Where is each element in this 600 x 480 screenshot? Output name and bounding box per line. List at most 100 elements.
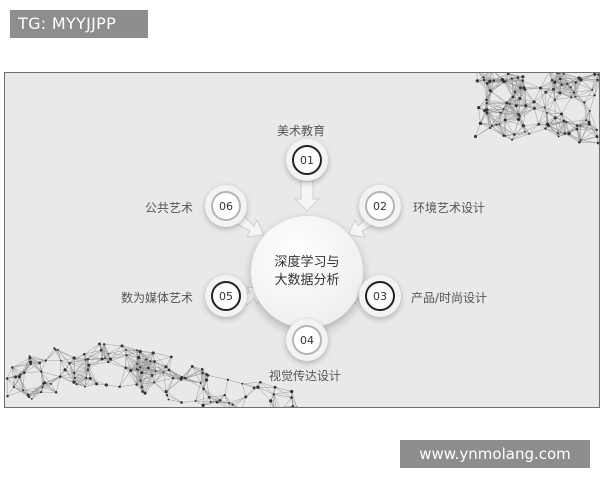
network-line [486, 99, 504, 110]
network-line [570, 82, 577, 98]
network-line [550, 73, 561, 80]
slide: 深度学习与 大数据分析 01 美术教育 02 环境艺术设计 03 产品/时尚设计… [4, 72, 600, 408]
network-line [518, 101, 535, 115]
network-line [289, 405, 293, 407]
node-06-number: 06 [211, 191, 241, 221]
network-line [13, 386, 24, 391]
network-dot [485, 98, 488, 102]
network-dot [11, 366, 14, 369]
network-dot [595, 135, 599, 139]
network-line [275, 387, 292, 392]
network-dot [559, 112, 564, 116]
network-line [519, 89, 526, 99]
network-line [511, 78, 514, 97]
network-line [491, 112, 501, 127]
network-dot [507, 73, 510, 76]
network-line [492, 73, 494, 81]
network-line [245, 387, 255, 398]
network-dot [588, 109, 591, 112]
network-line [6, 367, 13, 379]
network-line [559, 92, 572, 98]
network-line [130, 370, 137, 385]
network-dot [125, 348, 127, 351]
network-line [101, 350, 103, 360]
node-01-number: 01 [292, 145, 322, 175]
network-line [30, 360, 46, 363]
network-dot [88, 376, 92, 380]
network-line [121, 345, 139, 358]
network-line [518, 108, 535, 120]
network-dot [556, 73, 559, 75]
network-line [140, 375, 153, 382]
network-line [486, 103, 507, 111]
node-03: 03 [359, 275, 401, 317]
network-line [547, 112, 562, 115]
network-line [557, 128, 577, 134]
network-dot [583, 101, 586, 104]
network-dot [164, 390, 168, 394]
network-dot [44, 359, 47, 362]
network-dot [521, 75, 525, 79]
network-line [567, 77, 580, 85]
network-line [60, 360, 66, 371]
network-line [549, 73, 555, 83]
network-line [576, 129, 580, 143]
network-line [168, 399, 182, 403]
network-line [508, 73, 516, 93]
network-dot [544, 90, 548, 94]
network-line [203, 375, 209, 389]
network-line [154, 361, 170, 371]
network-dot [38, 361, 41, 365]
network-line [506, 98, 521, 104]
network-line [592, 74, 595, 90]
network-dot [164, 365, 168, 369]
network-line [500, 112, 520, 117]
node-05: 05 [205, 275, 247, 317]
network-dot [575, 127, 579, 131]
network-line [575, 82, 593, 91]
network-dot [252, 386, 256, 390]
network-line [24, 371, 42, 373]
network-line [87, 369, 97, 384]
network-line [30, 360, 46, 365]
network-line [283, 397, 292, 407]
network-dot [295, 406, 298, 407]
network-dot [558, 91, 562, 95]
node-05-number: 05 [211, 281, 241, 311]
network-dot [84, 358, 87, 361]
network-line [84, 383, 97, 387]
network-line [517, 77, 521, 88]
network-line [478, 107, 481, 124]
network-line [592, 79, 598, 90]
network-dot [136, 368, 139, 371]
network-line [136, 382, 155, 385]
network-line [551, 73, 564, 81]
network-line [103, 344, 106, 359]
network-line [110, 354, 127, 360]
network-line [589, 123, 597, 131]
network-line [28, 386, 43, 396]
network-line [545, 120, 565, 129]
network-dot [149, 360, 152, 363]
network-line [40, 371, 44, 384]
network-dot [521, 79, 524, 83]
network-line [166, 378, 174, 396]
network-line [529, 124, 539, 134]
network-line [475, 123, 481, 137]
network-line [195, 397, 210, 402]
network-line [534, 101, 545, 108]
network-dot [87, 363, 91, 367]
network-line [520, 87, 527, 106]
network-line [483, 76, 503, 80]
network-line [150, 360, 167, 367]
network-line [483, 76, 494, 81]
network-dot [587, 120, 591, 124]
network-line [291, 391, 297, 407]
network-line [13, 386, 29, 396]
network-line [503, 108, 519, 120]
network-line [489, 79, 503, 91]
network-line [540, 87, 546, 108]
network-line [55, 349, 70, 364]
network-line [203, 388, 211, 402]
network-line [44, 382, 57, 393]
